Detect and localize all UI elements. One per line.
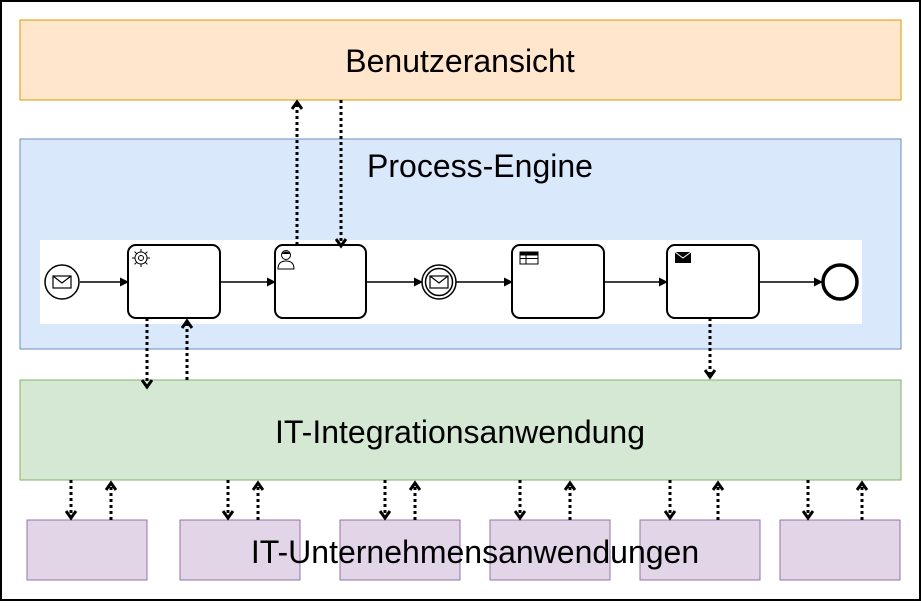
gear-icon <box>132 249 150 267</box>
send-task <box>666 244 760 319</box>
integration-layer: IT-Integrationsanwendung <box>19 379 902 481</box>
enterprise-app-box <box>179 519 301 581</box>
enterprise-app-box <box>489 519 611 581</box>
user-view-label: Benutzeransicht <box>345 43 575 79</box>
process-engine-label: Process-Engine <box>367 148 593 184</box>
user-view-layer: Benutzeransicht <box>19 19 902 101</box>
integration-label: IT-Integrationsanwendung <box>275 414 645 450</box>
enterprise-app-box <box>639 519 761 581</box>
enterprise-app-box <box>339 519 461 581</box>
table-icon <box>519 251 539 265</box>
envelope-icon <box>429 275 449 289</box>
communication-arrows <box>71 100 862 520</box>
envelope-icon <box>52 275 72 289</box>
enterprise-apps: IT-Unternehmensanwendungen <box>26 519 901 581</box>
end-event <box>821 263 859 301</box>
business-rule-task <box>511 244 605 319</box>
start-event <box>44 264 80 300</box>
enterprise-apps-label: IT-Unternehmensanwendungen <box>251 534 699 570</box>
enterprise-app-box <box>26 519 148 581</box>
user-task <box>274 244 367 319</box>
intermediate-event <box>421 264 457 300</box>
enterprise-app-box <box>779 519 901 581</box>
envelope-filled-icon <box>674 251 692 263</box>
user-icon <box>277 250 295 270</box>
service-task <box>127 244 221 319</box>
